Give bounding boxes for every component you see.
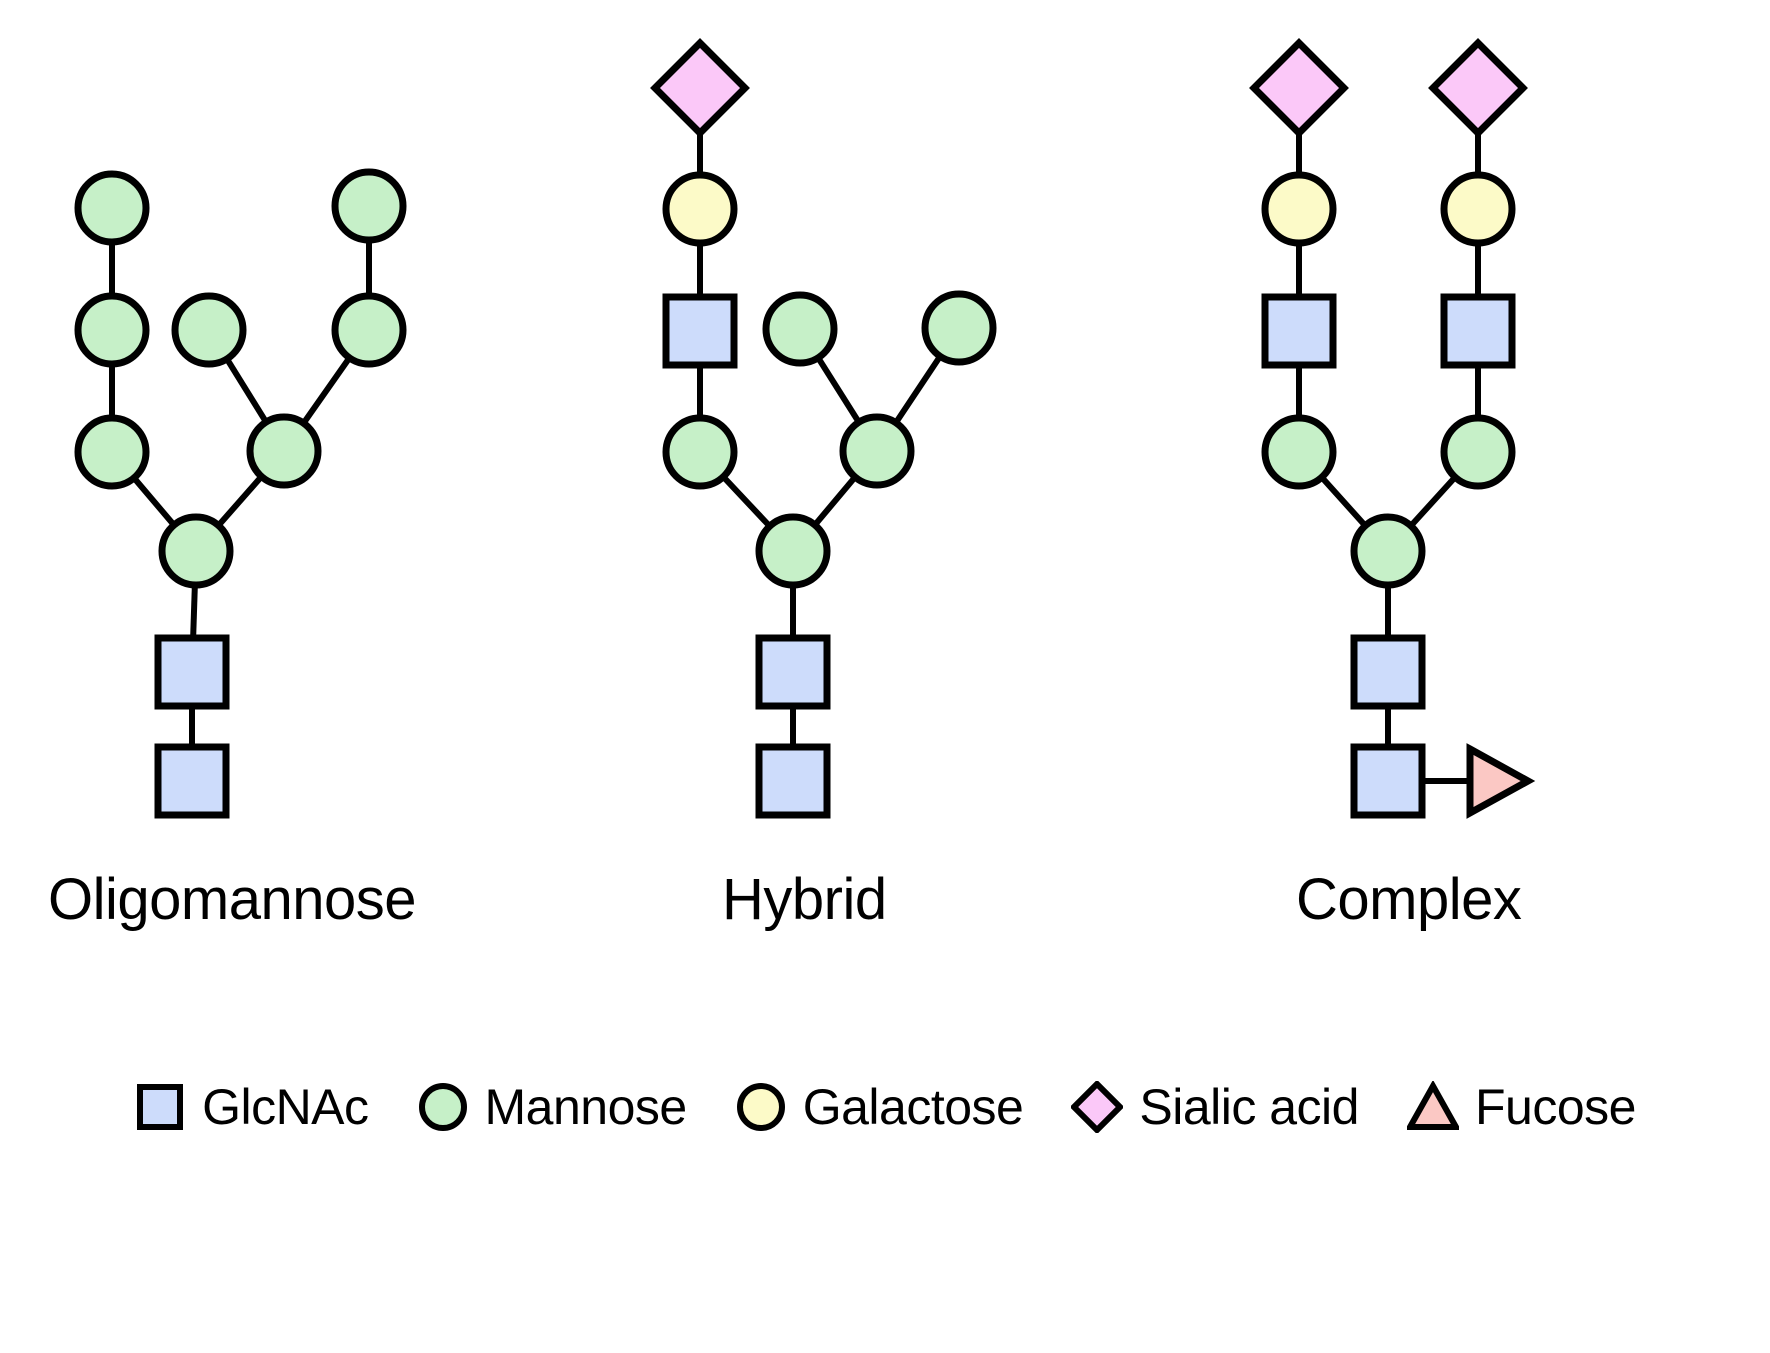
panel-label-hybrid: Hybrid (722, 867, 887, 932)
glycan-node-galactose[interactable] (1440, 171, 1516, 247)
glycan-node-galactose[interactable] (662, 171, 738, 247)
glycan-node-fucose[interactable] (1466, 743, 1536, 819)
legend: GlcNAc Mannose Galactose Sialic acid Fucose (0, 1078, 1770, 1136)
monosaccharide-nodes-layer (74, 38, 1536, 819)
structure-hybrid (650, 38, 997, 819)
glycan-node-glcnac[interactable] (662, 293, 738, 369)
glycan-node-glcnac[interactable] (755, 634, 831, 710)
glycan-node-mannose[interactable] (921, 290, 997, 366)
glycan-node-mannose[interactable] (1440, 414, 1516, 490)
glycan-structures-svg (74, 38, 1536, 819)
panel-label-complex: Complex (1296, 867, 1522, 932)
glycan-node-glcnac[interactable] (1350, 634, 1426, 710)
glycan-node-mannose[interactable] (171, 292, 247, 368)
glycan-node-mannose[interactable] (331, 168, 407, 244)
legend-swatch-mannose-icon (417, 1081, 469, 1133)
glycan-node-galactose[interactable] (1261, 171, 1337, 247)
legend-item-sialic: Sialic acid (1071, 1078, 1359, 1136)
legend-item-glcnac: GlcNAc (134, 1078, 369, 1136)
glycan-node-mannose[interactable] (246, 413, 322, 489)
legend-item-galactose: Galactose (735, 1078, 1024, 1136)
glycan-node-mannose[interactable] (1350, 513, 1426, 589)
legend-label-galactose: Galactose (802, 1079, 1024, 1135)
legend-label-mannose: Mannose (484, 1079, 688, 1135)
legend-swatch-galactose-icon (735, 1081, 787, 1133)
legend-swatch-glcnac-icon (134, 1081, 186, 1133)
glycan-node-mannose[interactable] (74, 170, 150, 246)
glycan-node-mannose[interactable] (74, 292, 150, 368)
glycan-node-glcnac[interactable] (1440, 293, 1516, 369)
glycan-node-glcnac[interactable] (755, 743, 831, 819)
glycan-node-glcnac[interactable] (154, 634, 230, 710)
glycan-node-mannose[interactable] (1261, 414, 1337, 490)
legend-label-glcnac: GlcNAc (202, 1079, 369, 1135)
glycan-node-mannose[interactable] (158, 513, 234, 589)
legend-item-fucose: Fucose (1406, 1078, 1636, 1136)
glycan-node-glcnac[interactable] (154, 743, 230, 819)
glycan-node-sialic-acid[interactable] (650, 38, 750, 138)
legend-item-mannose: Mannose (417, 1078, 687, 1136)
structure-complex (1249, 38, 1536, 819)
legend-swatch-fucose-icon (1406, 1081, 1459, 1133)
panel-label-oligomannose: Oligomannose (48, 867, 417, 932)
glycan-node-mannose[interactable] (74, 414, 150, 490)
legend-label-fucose: Fucose (1474, 1079, 1636, 1135)
glycan-node-glcnac[interactable] (1261, 293, 1337, 369)
glycan-node-mannose[interactable] (662, 414, 738, 490)
glycan-node-sialic-acid[interactable] (1249, 38, 1349, 138)
structure-oligomannose (74, 168, 407, 819)
bonds-oligomannose (109, 206, 372, 781)
legend-label-sialic: Sialic acid (1139, 1079, 1359, 1135)
glycan-node-mannose[interactable] (762, 291, 838, 367)
glycan-node-glcnac[interactable] (1350, 743, 1426, 819)
glycan-node-mannose[interactable] (331, 292, 407, 368)
glycan-node-sialic-acid[interactable] (1428, 38, 1528, 138)
glycan-node-mannose[interactable] (755, 513, 831, 589)
glycan-node-mannose[interactable] (839, 413, 915, 489)
legend-swatch-sialic-icon (1071, 1081, 1124, 1133)
